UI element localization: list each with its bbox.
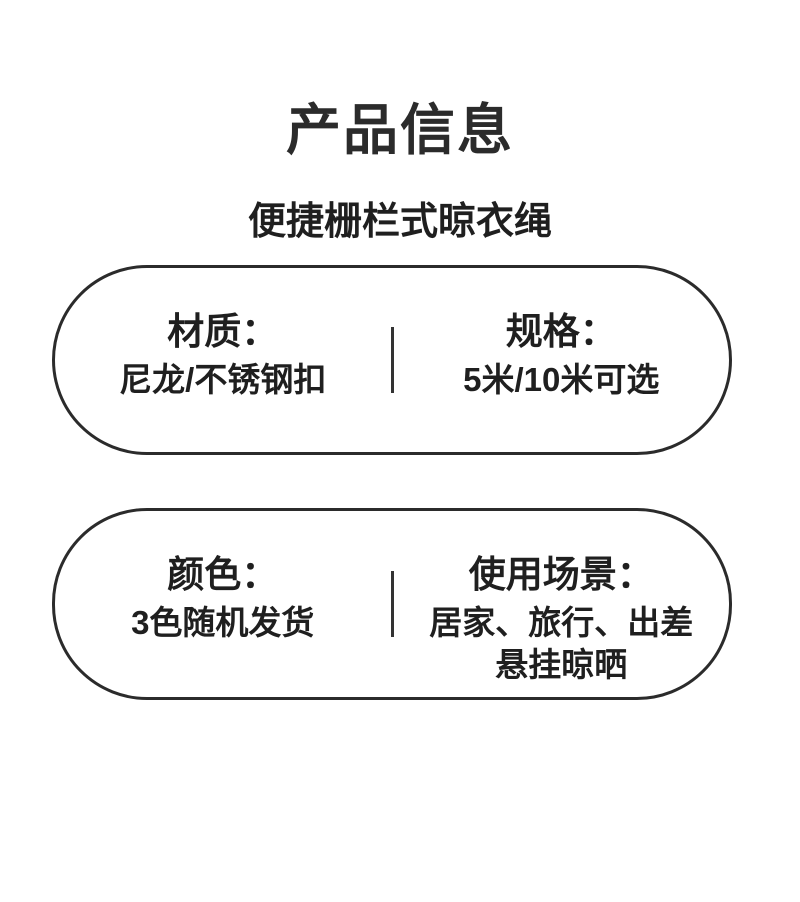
spec-card-material-size: 材质： 尼龙/不锈钢扣 规格： 5米/10米可选 [52,265,732,455]
size-label: 规格： [505,311,617,352]
page-title: 产品信息 [285,99,514,161]
spec-card-color-usage: 颜色： 3色随机发货 使用场景： 居家、旅行、出差 悬挂晾晒 [52,508,732,700]
usage-value-line2: 悬挂晾晒 [495,646,628,683]
product-info-page: 产品信息 便捷栅栏式晾衣绳 材质： 尼龙/不锈钢扣 规格： 5米/10米可选 颜… [0,102,800,902]
usage-value-line1: 居家、旅行、出差 [429,604,694,641]
product-name: 便捷栅栏式晾衣绳 [247,201,552,243]
vertical-divider [390,327,394,393]
color-label: 颜色： [167,554,279,595]
size-value: 5米/10米可选 [463,361,660,398]
vertical-divider [390,571,394,637]
usage-cell: 使用场景： 居家、旅行、出差 悬挂晾晒 [394,511,730,697]
material-value: 尼龙/不锈钢扣 [119,361,327,398]
usage-label: 使用场景： [468,554,654,595]
material-cell: 材质： 尼龙/不锈钢扣 [55,268,391,452]
material-label: 材质： [167,311,279,352]
size-cell: 规格： 5米/10米可选 [394,268,730,452]
color-cell: 颜色： 3色随机发货 [55,511,391,697]
color-value: 3色随机发货 [131,604,315,641]
